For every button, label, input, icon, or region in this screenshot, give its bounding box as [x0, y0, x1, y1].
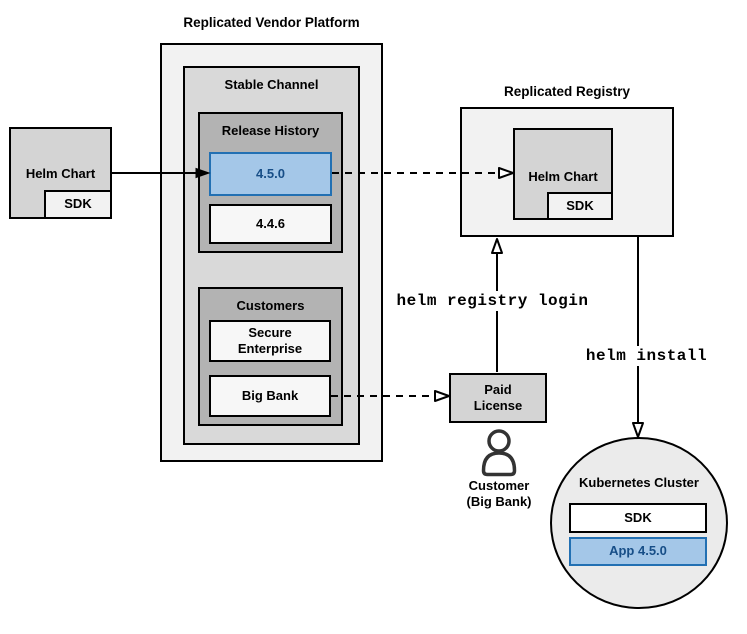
command-helm-install: helm install: [580, 346, 713, 366]
release-history-title: Release History: [221, 123, 320, 138]
registry-helm-chart-label: Helm Chart: [528, 169, 598, 184]
customers-title: Customers: [236, 298, 305, 313]
cluster-sdk-box: SDK: [569, 503, 707, 533]
cluster-app-label: App 4.5.0: [609, 543, 667, 559]
release-4-4-6-box: 4.4.6: [209, 204, 332, 244]
source-helm-chart-box: Helm Chart SDK: [9, 127, 112, 219]
customer-big-bank-label: Big Bank: [241, 387, 299, 403]
source-sdk-label: SDK: [64, 196, 92, 212]
cluster-app-box: App 4.5.0: [569, 537, 707, 566]
release-4-5-0-label: 4.5.0: [256, 165, 285, 181]
registry-helm-chart-box: Helm Chart SDK: [513, 128, 613, 220]
release-4-4-6-label: 4.4.6: [256, 215, 285, 231]
registry-sdk-box: SDK: [547, 192, 613, 220]
stable-channel-title: Stable Channel: [224, 77, 319, 92]
arrow-registry-to-cluster: [632, 237, 644, 438]
registry-title: Replicated Registry: [503, 84, 631, 99]
customer-caption: Customer (Big Bank): [466, 478, 532, 510]
customer-person-icon: [481, 429, 517, 477]
customer-big-bank-box: Big Bank: [209, 375, 331, 417]
command-helm-registry-login: helm registry login: [392, 291, 593, 311]
paid-license-label: Paid License: [473, 381, 523, 413]
vendor-platform-title: Replicated Vendor Platform: [183, 15, 360, 30]
paid-license-box: Paid License: [449, 373, 547, 423]
registry-sdk-label: SDK: [566, 197, 594, 213]
source-sdk-box: SDK: [44, 190, 112, 219]
customer-secure-enterprise-label: Secure Enterprise: [237, 324, 303, 356]
cluster-sdk-label: SDK: [624, 509, 652, 525]
customer-secure-enterprise-box: Secure Enterprise: [209, 320, 331, 362]
source-helm-chart-label: Helm Chart: [25, 166, 96, 181]
kubernetes-cluster-title: Kubernetes Cluster: [579, 475, 699, 490]
release-4-5-0-box: 4.5.0: [209, 152, 332, 196]
